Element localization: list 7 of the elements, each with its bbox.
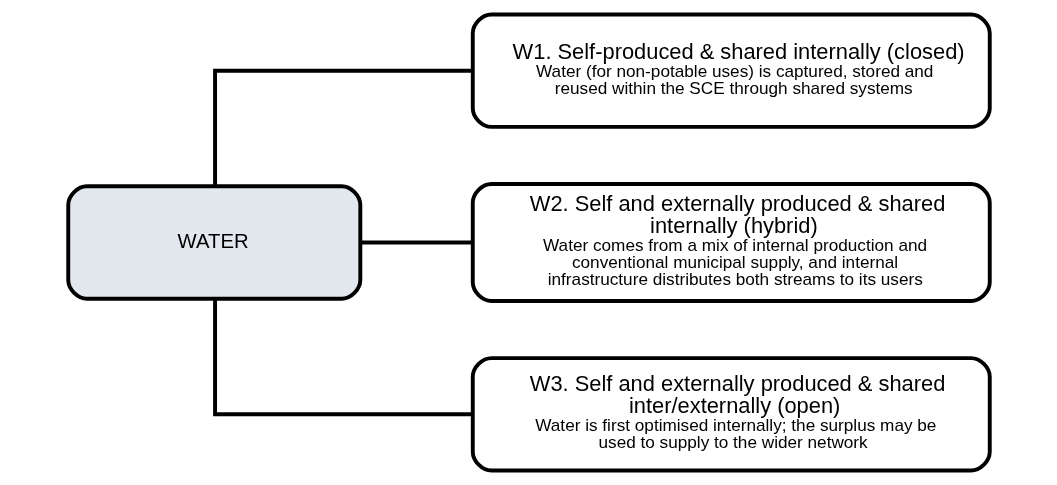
node-box: WATER	[65, 184, 362, 301]
connector	[212, 298, 472, 417]
connector	[359, 240, 472, 245]
node-box: W3. Self and externally produced & shared inter/externally (open) Water is first optimised internally; the surplus may be used to supply to the wider network	[470, 356, 992, 473]
connector	[212, 68, 472, 187]
node-box: W2. Self and externally produced & shared internally (hybrid) Water comes from a mix of internal production and conventional municipal supply, and internal infrastructure distributes both streams to its users	[470, 182, 992, 303]
node-box: W1. Self-produced & shared internally (closed) Water (for non-potable uses) is captured, stored and reused within the SCE through shared systems	[470, 12, 992, 129]
